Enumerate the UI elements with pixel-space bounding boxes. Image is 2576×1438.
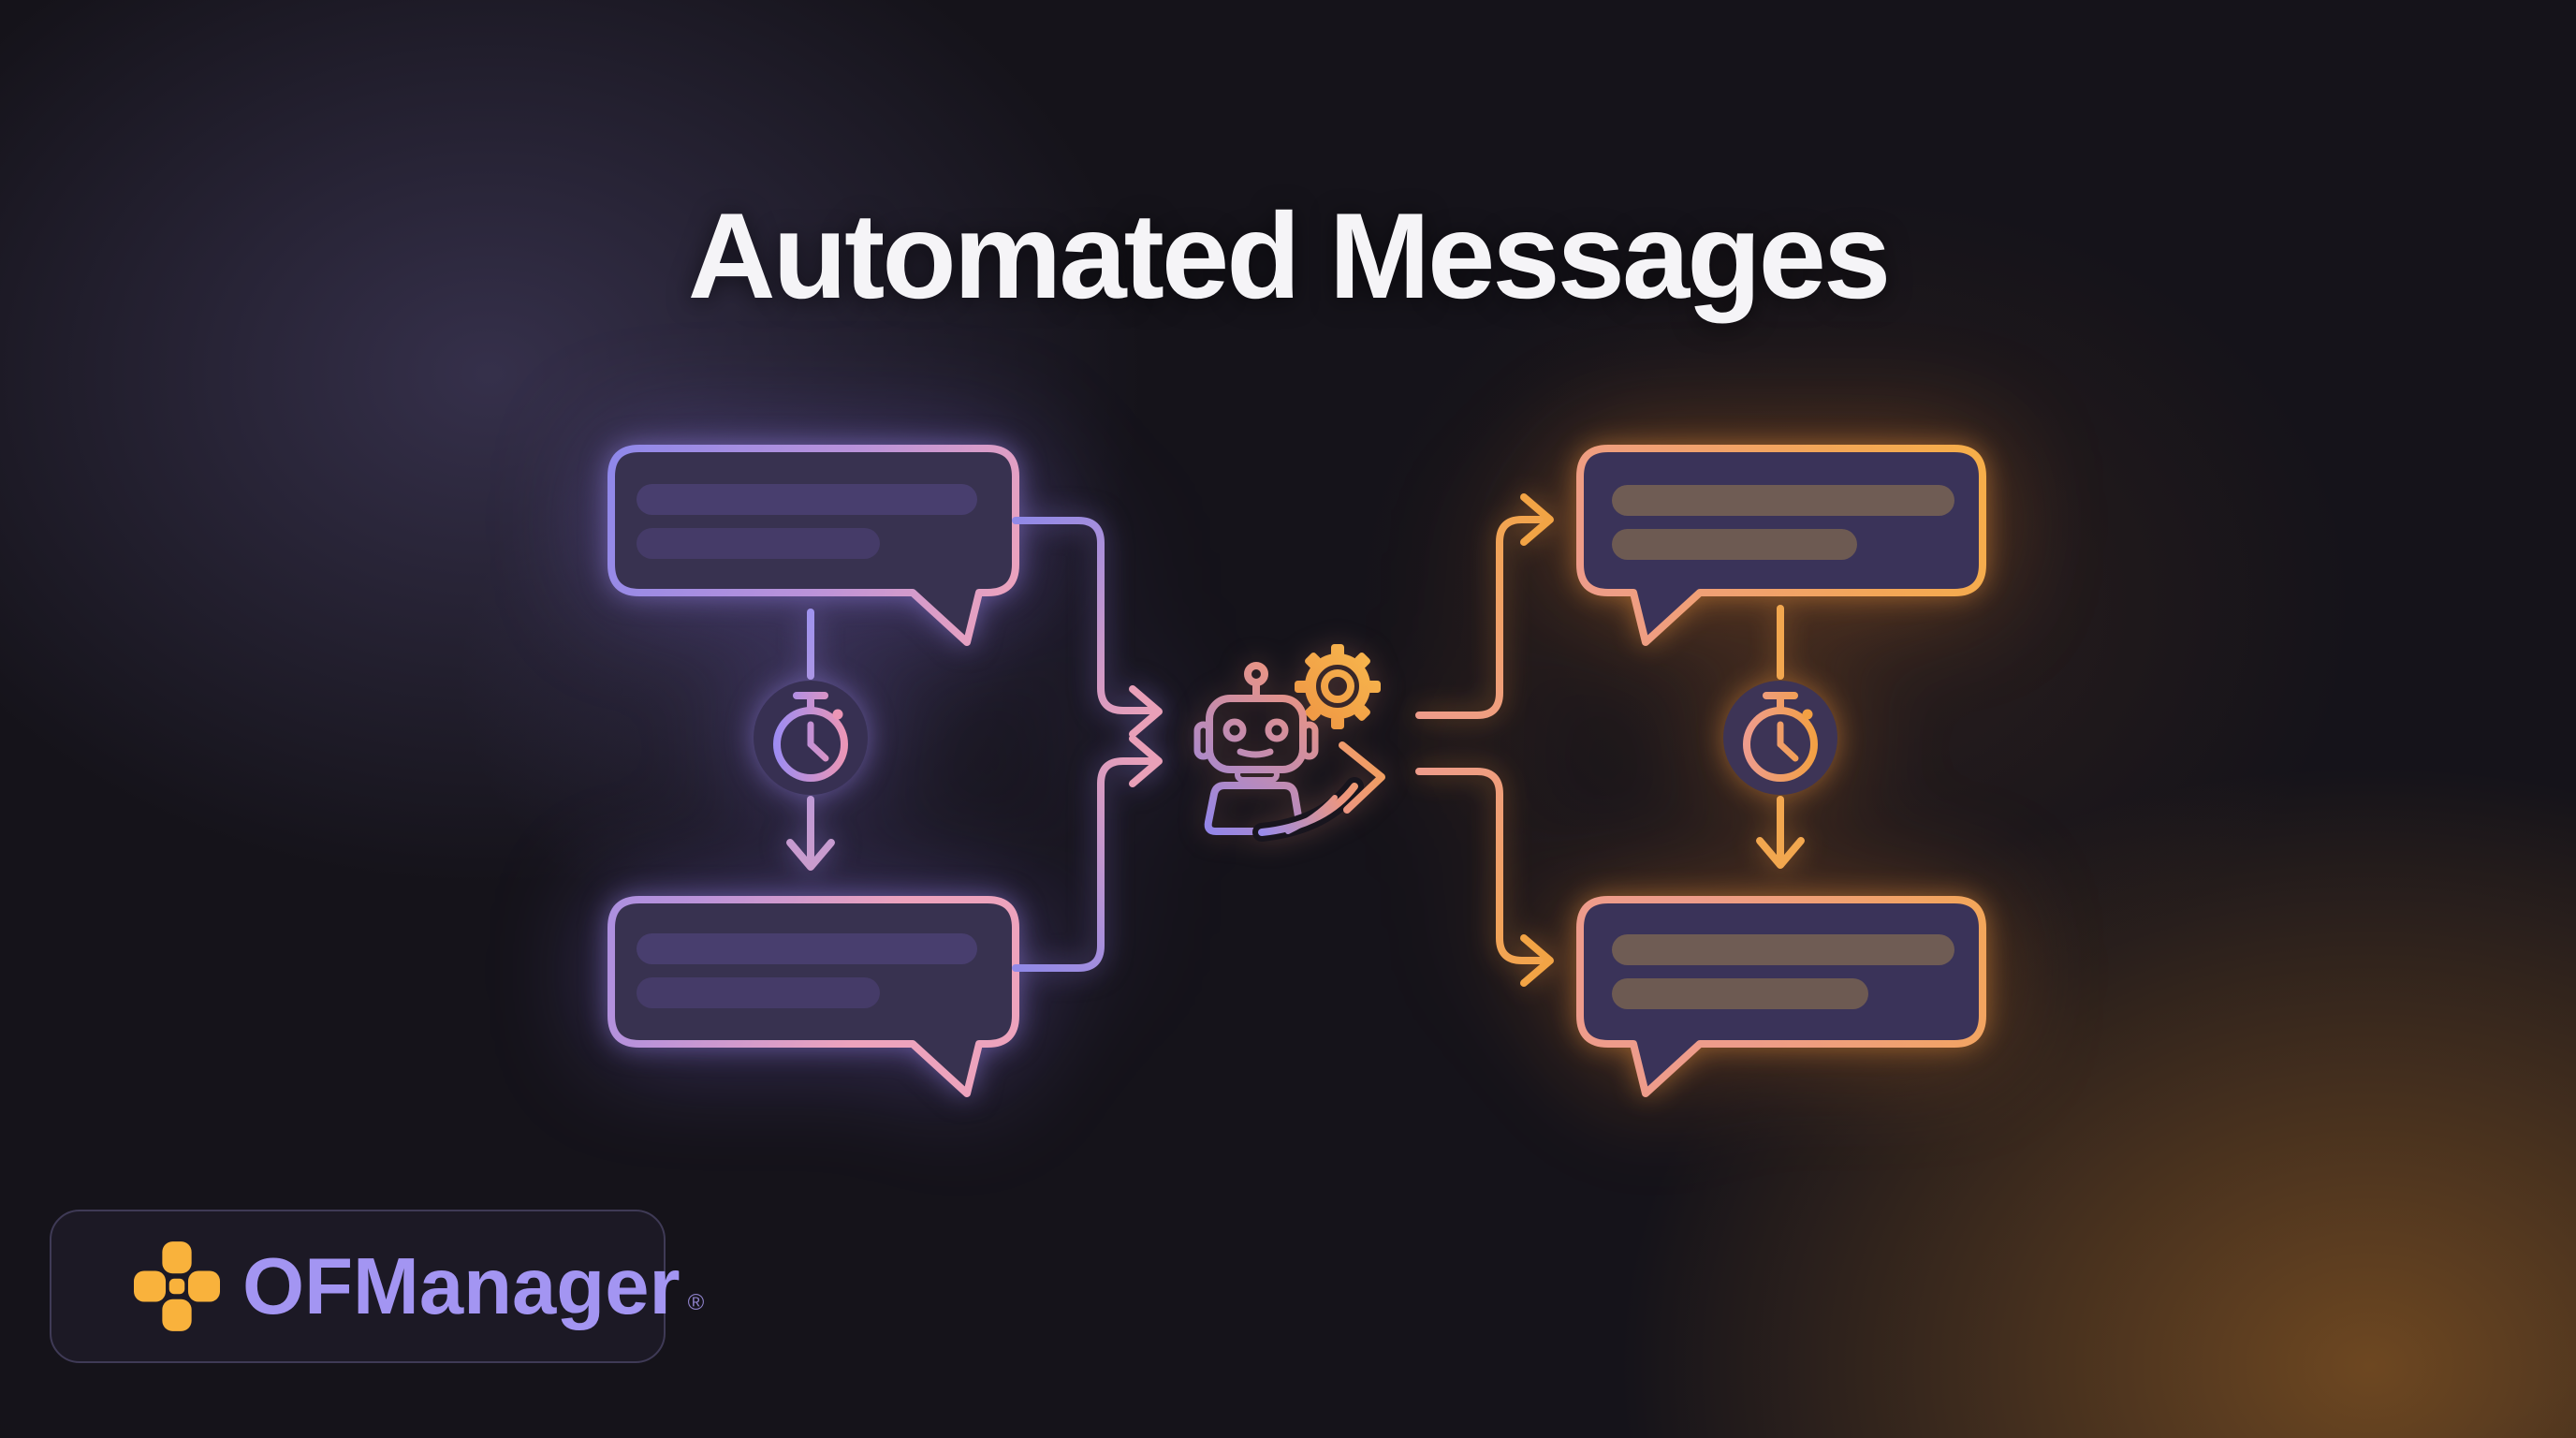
registered-mark: ® (688, 1291, 705, 1314)
brand-badge: OFManager ® (50, 1210, 704, 1363)
message-text-bar (1612, 978, 1868, 1009)
message-text-bar (637, 528, 880, 559)
right-flow-group (1415, 445, 1986, 1097)
automation-bot-group (1193, 644, 1385, 842)
arrow-down-icon (1756, 837, 1805, 869)
left-flow-group (607, 445, 1163, 1097)
delay-arrow-left (786, 609, 835, 871)
flow-connector-bottom-left (1012, 735, 1163, 972)
flow-connector-bottom-right (1415, 768, 1554, 987)
send-arrow-icon (1252, 741, 1385, 842)
gear-icon (1295, 644, 1381, 729)
chat-bubble-bottom-left (607, 896, 1019, 1097)
delay-arrow-right (1756, 605, 1805, 869)
message-text-bar (1612, 485, 1954, 516)
arrow-right-icon (1520, 493, 1554, 546)
chat-bubble-top-right (1576, 445, 1986, 646)
arrow-right-icon (1129, 735, 1163, 787)
chat-bubble-top-left (607, 445, 1019, 646)
message-text-bar (1612, 934, 1954, 965)
message-text-bar (1612, 529, 1857, 560)
message-text-bar (637, 933, 977, 964)
page-title: Automated Messages (0, 185, 2576, 326)
logo-icon (134, 1241, 220, 1331)
flow-connector-top-left (1012, 517, 1163, 738)
message-text-bar (637, 977, 880, 1008)
brand-name-text: OFManager (242, 1247, 681, 1327)
chat-bubble-bottom-right (1576, 896, 1986, 1097)
arrow-right-icon (1129, 685, 1163, 738)
stopwatch-icon-right (1723, 681, 1837, 795)
brand-name: OFManager ® (242, 1247, 704, 1327)
flow-connector-top-right (1415, 493, 1554, 719)
arrow-right-icon (1520, 934, 1554, 987)
arrow-down-icon (786, 839, 835, 871)
message-text-bar (637, 484, 977, 515)
stopwatch-icon-left (754, 681, 868, 795)
